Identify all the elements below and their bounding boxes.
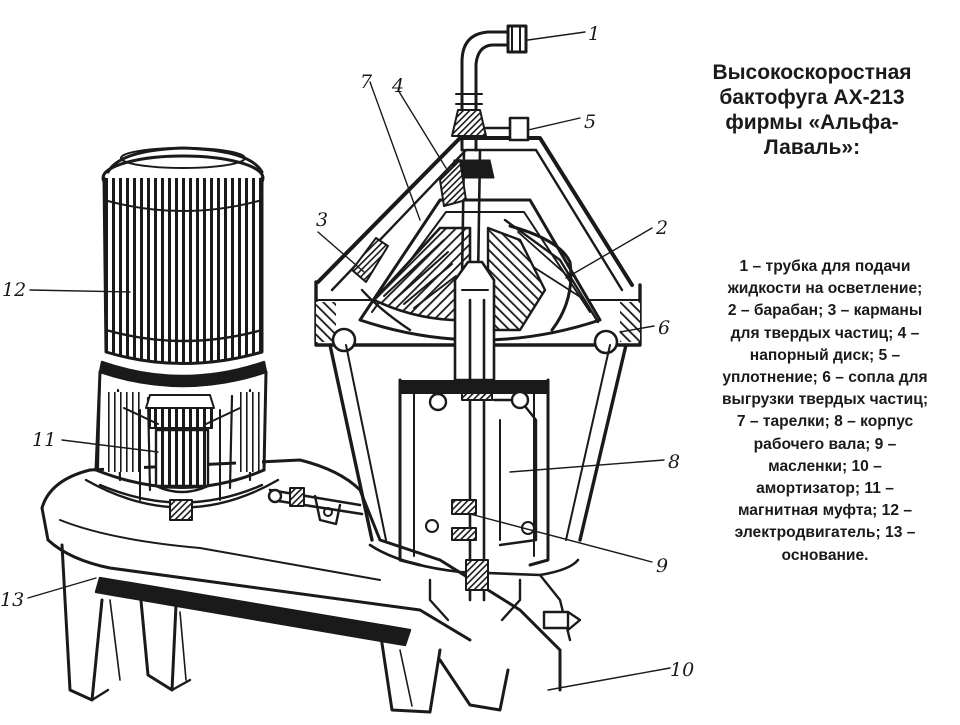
title-line: бактофуга АХ-213: [719, 86, 905, 109]
magnetic-coupling: [123, 394, 241, 521]
callout-4: 4: [391, 75, 404, 97]
shock-absorber-link: [267, 487, 364, 526]
legend-line: 1 – трубка для подачи: [739, 258, 911, 275]
legend-line: жидкости на осветление;: [727, 280, 923, 298]
legend-line: амортизатор; 11 –: [756, 480, 894, 498]
solids-pockets: [351, 237, 412, 332]
callout-5: 5: [584, 111, 596, 133]
diagram-title: Высокоскоростная бактофуга АХ-213 фирмы …: [692, 60, 932, 160]
title-line: Лаваль»:: [763, 136, 861, 159]
callout-7: 7: [360, 71, 373, 93]
electric-motor: [84, 146, 280, 509]
callout-8: 8: [668, 451, 680, 473]
callout-6: 6: [658, 317, 670, 339]
legend-line: выгрузки твердых частиц;: [721, 391, 929, 409]
legend-line: масленки; 10 –: [768, 457, 882, 475]
callout-12: 12: [2, 279, 26, 301]
parts-legend: 1 – трубка для подачи жидкости на осветл…: [700, 256, 950, 567]
legend-line: для твердых частиц; 4 –: [730, 324, 920, 342]
leader-lines: [27, 31, 671, 691]
base-frame: [40, 458, 580, 714]
legend-line: основание.: [781, 546, 869, 564]
callout-10: 10: [670, 659, 694, 681]
legend-line: электродвигатель; 13 –: [734, 524, 916, 542]
centrifuge-housing: [314, 136, 642, 542]
callout-2: 2: [655, 217, 668, 239]
callout-3: 3: [316, 209, 328, 231]
spindle-housing: [398, 260, 582, 632]
title-line: Высокоскоростная: [712, 61, 912, 84]
callout-1: 1: [588, 23, 600, 45]
legend-line: рабочего вала; 9 –: [753, 435, 897, 453]
callout-13: 13: [0, 589, 24, 611]
callout-numbers: 1 2 3 4 5 6 7 8 9 10 11 12 13: [0, 23, 694, 681]
feed-tube: [439, 24, 530, 282]
callout-9: 9: [656, 555, 668, 577]
legend-line: магнитная муфта; 12 –: [737, 502, 913, 520]
legend-line: уплотнение; 6 – сопла для: [722, 369, 928, 387]
legend-line: 7 – тарелки; 8 – корпус: [736, 413, 914, 431]
callout-11: 11: [32, 429, 56, 451]
legend-line: 2 – барабан; 3 – карманы: [727, 302, 923, 320]
title-line: фирмы «Альфа-: [725, 111, 899, 134]
legend-line: напорный диск; 5 –: [749, 346, 901, 364]
